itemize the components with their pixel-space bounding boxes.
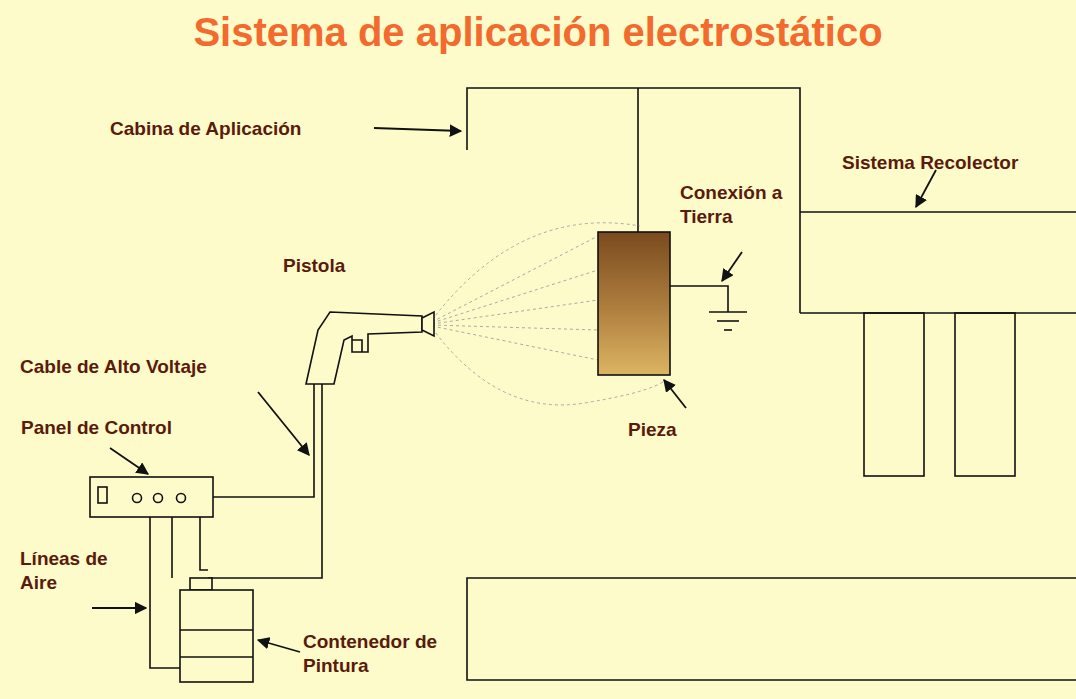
control-panel-part — [154, 494, 163, 503]
control-panel-part — [98, 487, 107, 503]
paint-container-part — [190, 578, 212, 590]
part-label: Sistema Recolector — [842, 151, 1018, 175]
cables-hoses-part — [208, 384, 322, 578]
leader-arrows-part — [916, 170, 936, 207]
cables-hoses-part — [213, 384, 314, 497]
part-label: Conexión a Tierra — [680, 181, 798, 229]
spray-gun-part — [422, 312, 434, 336]
booth-part — [637, 88, 639, 232]
part-label: Pistola — [283, 254, 345, 278]
spray-pattern-part — [432, 325, 598, 330]
spray-pattern-part — [432, 270, 598, 323]
booth — [467, 88, 1076, 680]
diagram-title: Sistema de aplicación electrostático — [0, 6, 1076, 58]
control-panel-part — [133, 494, 142, 503]
ground-symbol-part — [724, 329, 732, 331]
leader-arrows — [92, 128, 936, 652]
cables-hoses-part — [200, 517, 208, 570]
control-panel-part — [90, 477, 213, 517]
leader-arrows-part — [110, 448, 148, 474]
paint-container — [180, 578, 253, 682]
leader-arrows-part — [258, 392, 309, 455]
spray-pattern-part — [432, 300, 598, 324]
workpiece — [598, 232, 670, 375]
collector-system-part — [864, 313, 924, 476]
cables-hoses-part — [150, 517, 180, 668]
paint-container-part — [180, 590, 253, 682]
collector-system-part — [800, 211, 1076, 213]
collector-system-part — [800, 312, 1076, 314]
control-panel — [90, 477, 213, 517]
spray-pattern-part — [432, 326, 598, 360]
leader-arrows-part — [258, 640, 300, 652]
paint-container-part — [180, 630, 253, 657]
collector-system — [800, 212, 1076, 476]
spray-pattern-part — [432, 236, 598, 322]
part-label: Cabina de Aplicación — [110, 117, 301, 141]
ground-symbol-part — [709, 311, 747, 313]
part-label: Pieza — [628, 418, 677, 442]
ground-symbol-part — [717, 320, 739, 322]
spray-gun-part — [352, 340, 362, 352]
control-panel-part — [177, 494, 186, 503]
ground-symbol-part — [670, 286, 728, 312]
spray-gun — [306, 312, 434, 384]
part-label: Contenedor de Pintura — [303, 630, 463, 678]
booth-part — [467, 578, 1076, 680]
leader-arrows-part — [664, 380, 686, 408]
part-label: Líneas de Aire — [20, 547, 138, 595]
part-label: Cable de Alto Voltaje — [20, 355, 207, 379]
leader-arrows-part — [374, 128, 461, 131]
leader-arrows-part — [722, 252, 742, 281]
collector-system-part — [955, 313, 1015, 476]
ground-symbol — [670, 286, 747, 330]
cables-hoses-part — [171, 517, 173, 578]
part-label: Panel de Control — [21, 416, 172, 440]
leader-arrows-part — [92, 607, 146, 609]
spray-gun-part — [306, 312, 422, 384]
